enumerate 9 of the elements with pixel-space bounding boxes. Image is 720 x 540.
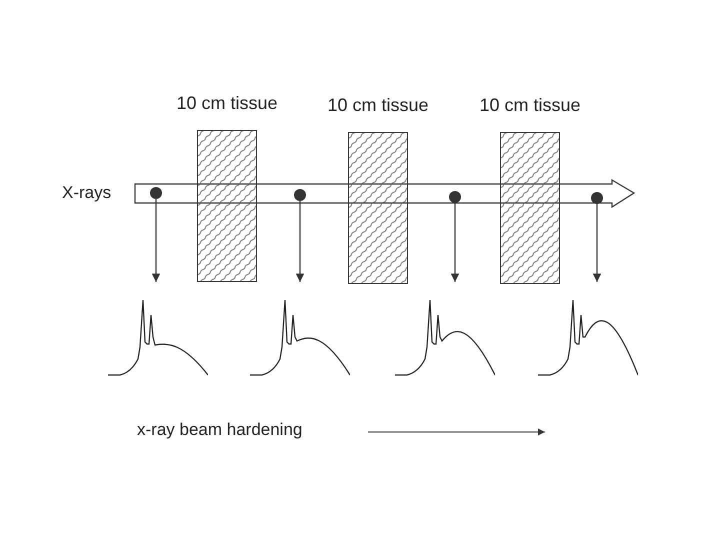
arrow [450,203,460,282]
block-label: 10 cm tissue [327,96,429,114]
block-label: 10 cm tissue [176,94,278,112]
block-label: 10 cm tissue [479,96,581,114]
arrow [592,204,602,282]
arrow [152,199,160,282]
arrow [296,201,304,282]
label-text: x-ray beam hardening [137,421,302,438]
label-text: X-rays [62,184,112,201]
